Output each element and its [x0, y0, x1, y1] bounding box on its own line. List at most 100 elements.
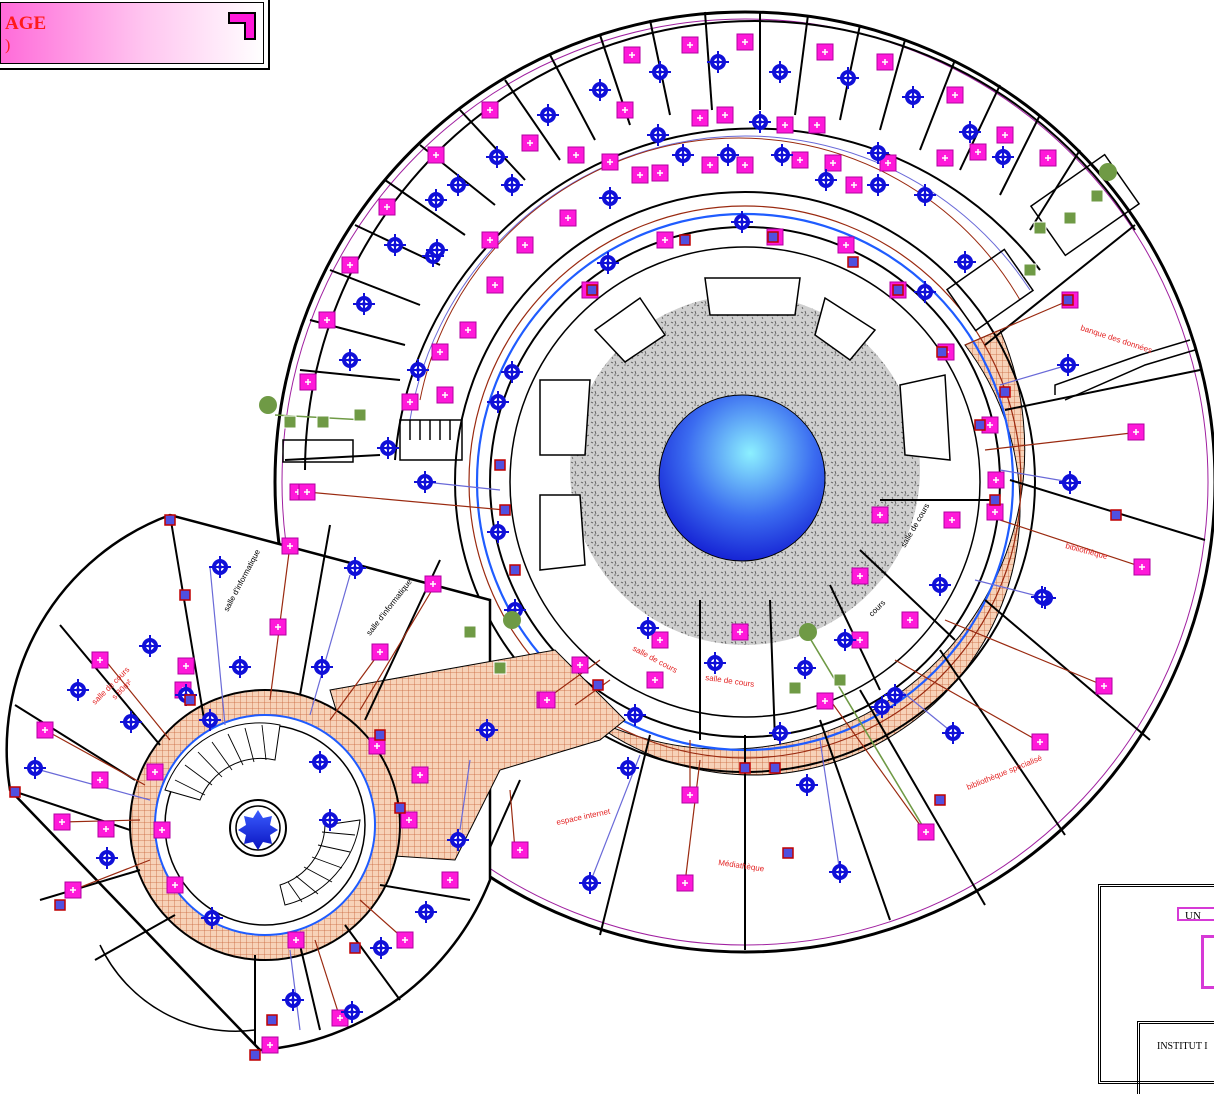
title-block-top: AGE ) — [0, 0, 270, 70]
title-block-bottom-box: UN — [1177, 907, 1214, 922]
blue-light-fixture-icon — [731, 211, 753, 233]
green-panel-icon — [1063, 211, 1077, 225]
blue-light-fixture-icon — [415, 901, 437, 923]
pink-outlet-icon — [681, 786, 699, 804]
junction-box-icon — [739, 762, 751, 774]
pink-outlet-icon — [401, 393, 419, 411]
blue-light-fixture-icon — [992, 146, 1014, 168]
pink-outlet-icon — [371, 643, 389, 661]
corner-notch-icon — [228, 12, 256, 40]
pink-outlet-icon — [936, 149, 954, 167]
junction-box-icon — [9, 786, 21, 798]
blue-light-fixture-icon — [959, 121, 981, 143]
junction-box-icon — [936, 346, 948, 358]
pink-outlet-icon — [601, 153, 619, 171]
junction-box-icon — [494, 459, 506, 471]
junction-box-icon — [54, 899, 66, 911]
pink-outlet-icon — [656, 231, 674, 249]
pink-outlet-icon — [837, 236, 855, 254]
blue-light-fixture-icon — [447, 829, 469, 851]
pink-outlet-icon — [521, 134, 539, 152]
pink-outlet-icon — [511, 841, 529, 859]
blue-light-fixture-icon — [771, 144, 793, 166]
blue-light-fixture-icon — [637, 617, 659, 639]
blue-light-fixture-icon — [425, 189, 447, 211]
pink-outlet-icon — [97, 820, 115, 838]
pink-outlet-icon — [400, 811, 418, 829]
blue-light-fixture-icon — [867, 174, 889, 196]
blue-light-fixture-icon — [647, 124, 669, 146]
pink-outlet-icon — [845, 176, 863, 194]
blue-light-fixture-icon — [704, 652, 726, 674]
room-label-bibliotheque: bibliothèque — [1064, 541, 1109, 561]
title-block-top-line1: AGE — [5, 13, 47, 34]
pink-outlet-icon — [153, 821, 171, 839]
green-panel-icon — [833, 673, 847, 687]
green-node-icon — [799, 623, 817, 641]
blue-light-fixture-icon — [229, 656, 251, 678]
pink-outlet-icon — [269, 618, 287, 636]
room-label-espace-internet: espace internet — [556, 807, 612, 827]
junction-box-icon — [769, 762, 781, 774]
pink-outlet-icon — [459, 321, 477, 339]
pink-outlet-icon — [36, 721, 54, 739]
blue-light-fixture-icon — [871, 696, 893, 718]
pink-outlet-icon — [538, 691, 556, 709]
electrical-symbols — [9, 33, 1151, 1061]
floor-plan: banque des données bibliothèque salle de… — [5, 10, 1214, 1061]
pink-outlet-icon — [378, 198, 396, 216]
pink-outlet-icon — [776, 116, 794, 134]
pink-outlet-icon — [261, 1036, 279, 1054]
pink-outlet-icon — [651, 631, 669, 649]
pink-outlet-icon — [166, 876, 184, 894]
pink-outlet-icon — [486, 276, 504, 294]
main-wing — [273, 10, 1214, 954]
blue-light-fixture-icon — [954, 251, 976, 273]
blue-light-fixture-icon — [353, 293, 375, 315]
title-block-bottom-bracket — [1201, 935, 1214, 989]
pink-outlet-icon — [736, 33, 754, 51]
pink-outlet-icon — [676, 874, 694, 892]
blue-light-fixture-icon — [794, 657, 816, 679]
pink-outlet-icon — [559, 209, 577, 227]
pink-outlet-icon — [481, 101, 499, 119]
blue-light-fixture-icon — [649, 61, 671, 83]
junction-box-icon — [767, 231, 779, 243]
pink-outlet-icon — [824, 154, 842, 172]
title-block-bottom: UN INSTITUT I — [1098, 884, 1214, 1094]
green-panel-icon — [283, 415, 297, 429]
blue-light-fixture-icon — [707, 51, 729, 73]
lobby-star-icon — [238, 810, 278, 850]
pink-outlet-icon — [299, 373, 317, 391]
pink-outlet-icon — [481, 231, 499, 249]
pink-outlet-icon — [516, 236, 534, 254]
pink-outlet-icon — [651, 164, 669, 182]
junction-box-icon — [249, 1049, 261, 1061]
green-panel-icon — [1023, 263, 1037, 277]
stairs-north — [282, 153, 1141, 463]
junction-box-icon — [184, 694, 196, 706]
blue-light-fixture-icon — [749, 111, 771, 133]
pink-outlet-icon — [1031, 733, 1049, 751]
pink-outlet-icon — [736, 156, 754, 174]
green-node-icon — [259, 396, 277, 414]
blue-light-fixture-icon — [209, 556, 231, 578]
blue-light-fixture-icon — [96, 847, 118, 869]
blue-light-fixture-icon — [914, 281, 936, 303]
room-label-banque: banque des données — [1079, 323, 1153, 355]
blue-light-fixture-icon — [624, 704, 646, 726]
pink-outlet-icon — [146, 763, 164, 781]
pink-outlet-icon — [1133, 558, 1151, 576]
blue-light-fixture-icon — [370, 937, 392, 959]
pink-outlet-icon — [396, 931, 414, 949]
blue-light-fixture-icon — [344, 557, 366, 579]
pink-outlet-icon — [808, 116, 826, 134]
pink-outlet-icon — [424, 575, 442, 593]
blue-light-fixture-icon — [929, 574, 951, 596]
blue-light-fixture-icon — [914, 184, 936, 206]
pink-outlet-icon — [917, 823, 935, 841]
pink-outlet-icon — [879, 154, 897, 172]
blue-light-fixture-icon — [617, 757, 639, 779]
junction-box-icon — [782, 847, 794, 859]
junction-box-icon — [934, 794, 946, 806]
